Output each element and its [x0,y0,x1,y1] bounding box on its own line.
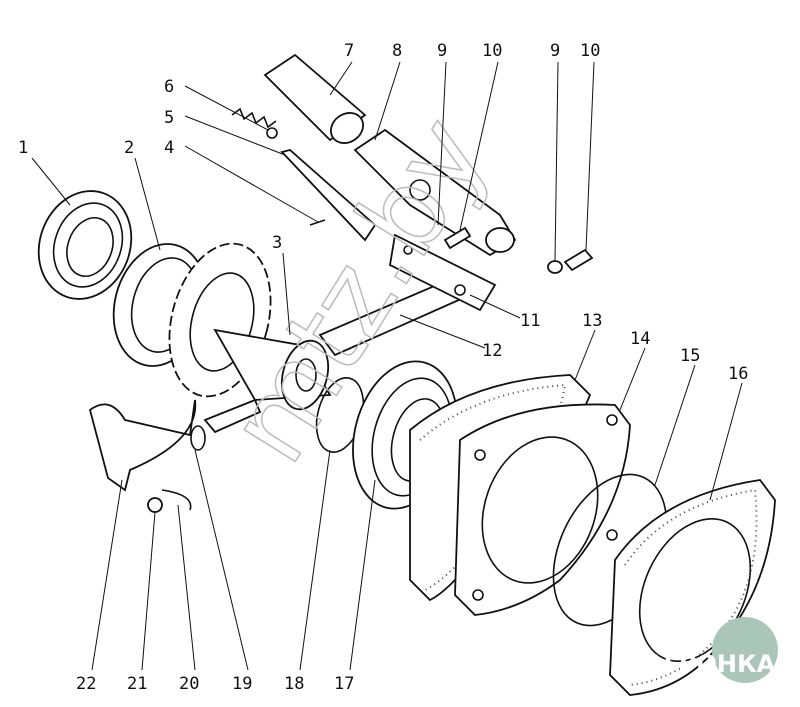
label-5: 5 [164,108,174,128]
part-3-splined-sleeve [213,328,332,411]
label-20: 20 [179,674,199,694]
part-20-ring [161,489,192,511]
leader-lines [31,61,743,671]
part-11-plate [389,233,497,312]
part-10-bolt-right [563,248,594,272]
label-6: 6 [164,77,174,97]
label-10: 10 [482,41,502,61]
agronka-logo: АГРОНКА [645,617,778,683]
part-10-bolt-left [443,226,472,250]
part-22-fork [88,399,197,492]
part-labels: 1 2 3 4 5 6 7 8 9 10 9 10 11 12 13 14 15… [18,41,748,694]
part-1-bearing [37,190,133,300]
label-12: 12 [482,341,502,361]
part-8-lever [353,128,517,257]
part-6-spring [231,107,278,139]
part-14-flange [454,403,631,616]
label-21: 21 [127,674,147,694]
label-9: 9 [437,41,447,61]
part-21-grease-nipple [147,497,163,513]
part-pin-block [203,398,262,434]
label-18: 18 [284,674,304,694]
label-9b: 9 [550,41,560,61]
part-16-gasket [609,479,776,696]
label-1: 1 [18,138,28,158]
part-7-tube [263,53,367,144]
label-7: 7 [344,41,354,61]
label-19: 19 [232,674,252,694]
label-2: 2 [124,138,134,158]
label-13: 13 [582,311,602,331]
label-15: 15 [680,346,700,366]
label-14: 14 [630,329,650,349]
part-9-washer-right [547,260,563,274]
label-16: 16 [728,364,748,384]
part-19-ring [190,425,206,451]
label-3: 3 [272,233,282,253]
logo-text: АГРОНКА [645,650,776,678]
label-22: 22 [76,674,96,694]
label-11: 11 [520,311,540,331]
label-17: 17 [334,674,354,694]
part-4-pin [309,219,326,226]
label-4: 4 [164,138,174,158]
label-10b: 10 [580,41,600,61]
label-8: 8 [392,41,402,61]
part-5-rod [280,149,377,242]
